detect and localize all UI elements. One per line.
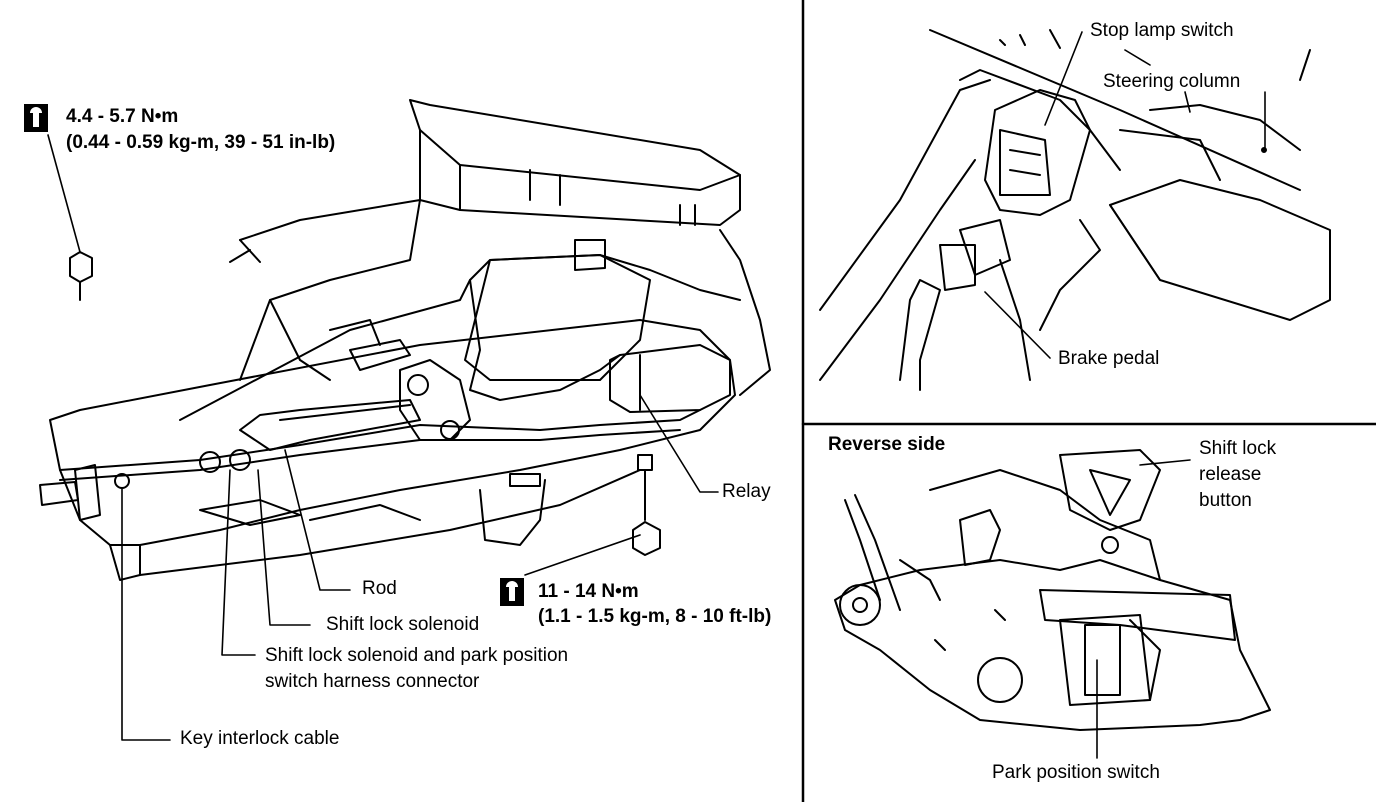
steering-column-label: Steering column: [1103, 71, 1241, 92]
stop-lamp-switch-drawing: [819, 29, 1331, 391]
shift-lock-release-label-line3: button: [1199, 490, 1252, 511]
rod-label: Rod: [362, 578, 397, 599]
main-leader-lines: [47, 134, 719, 741]
torque-wrench-icon: [500, 578, 524, 606]
torque-wrench-icon: [24, 104, 48, 132]
reverse-side-drawing: [834, 449, 1271, 731]
torque-top-value: 4.4 - 5.7 N•m: [66, 106, 179, 127]
shift-lock-solenoid-label: Shift lock solenoid: [326, 614, 480, 635]
shift-lock-release-label-line1: Shift lock: [1199, 438, 1277, 459]
harness-connector-label-line2: switch harness connector: [265, 671, 480, 692]
torque-bottom-value: 11 - 14 N•m: [538, 581, 639, 602]
top-right-leader-lines: [984, 31, 1266, 359]
shift-lock-release-label-line2: release: [1199, 464, 1262, 485]
bottom-right-leader-lines: [1096, 459, 1191, 759]
stop-lamp-switch-label: Stop lamp switch: [1090, 20, 1234, 41]
shifter-assembly-drawing: [39, 99, 771, 581]
harness-connector-label-line1: Shift lock solenoid and park position: [265, 645, 569, 666]
torque-bottom-detail: (1.1 - 1.5 kg-m, 8 - 10 ft-lb): [538, 606, 772, 627]
key-interlock-cable-label: Key interlock cable: [180, 728, 340, 749]
brake-pedal-label: Brake pedal: [1058, 348, 1160, 369]
reverse-side-title: Reverse side: [828, 434, 946, 455]
park-position-switch-label: Park position switch: [992, 762, 1160, 783]
torque-top-detail: (0.44 - 0.59 kg-m, 39 - 51 in-lb): [66, 132, 336, 153]
relay-label: Relay: [722, 481, 771, 502]
panel-dividers: [801, 0, 1376, 802]
